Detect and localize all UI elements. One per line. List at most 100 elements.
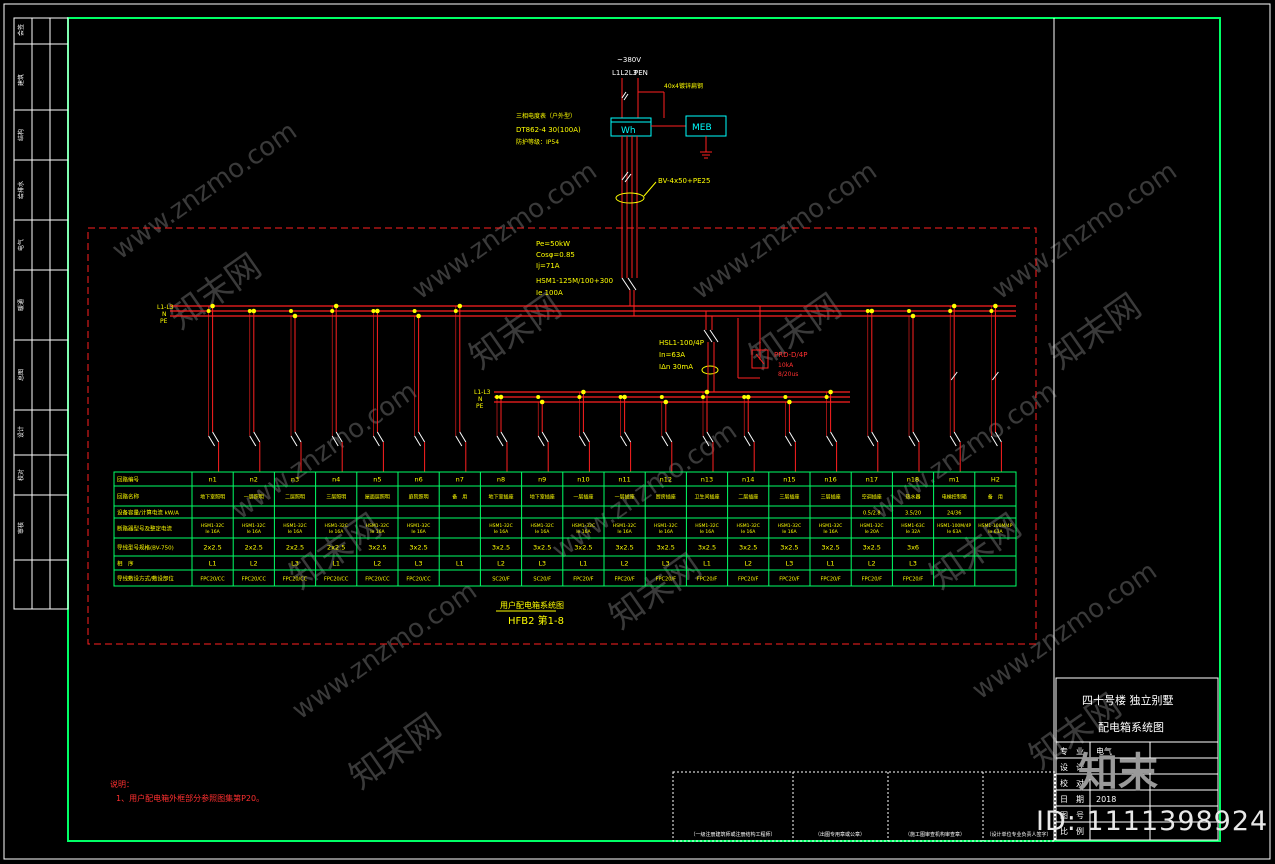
outer-frame [3,3,1271,860]
table-cell-breaker: HSM1-32C [860,523,883,529]
kwh-meter [610,117,652,137]
table-cell-id: n5 [373,476,381,484]
table-cell-lay: FPC20/F [903,577,923,583]
branch-neutral-dot [659,395,664,399]
spd-line-3: 8/20us [778,371,798,378]
note-1: 1、用户配电箱外框部分参照图集第P20。 [116,793,264,803]
countersign-label: 电气 [17,239,25,251]
branch-breaker-contact [826,435,834,447]
box-id: HFB2 第1-8 [508,614,564,627]
table-cell-id: n2 [250,476,258,484]
branch-neutral-dot [618,395,623,399]
table-cell-id: n14 [742,476,754,484]
table-cell-breaker: Ie 16A [823,529,838,535]
table-cell-lay: FPC20/F [779,577,799,583]
branch-breaker-contact [578,435,586,447]
countersign-label: 建筑 [17,74,25,86]
table-cell-name: 备 用 [452,494,467,501]
table-cell-id: n1 [208,476,216,484]
table-row-header: 回路编号 [117,476,140,484]
table-cell-breaker: Ie 16A [782,529,797,535]
table-cell-id: n3 [291,476,299,484]
branch-junction-dot [828,389,833,395]
branch-breaker-contact [294,431,302,443]
table-cell-name: 屋面层照明 [365,495,390,501]
branch-junction-dot [333,303,339,309]
table-cell-id: n10 [577,476,589,484]
table-cell-breaker: HSM1-32C [407,523,430,529]
branch-neutral-dot [247,309,252,313]
branch-breaker-contact [661,435,669,447]
stamp-label: （一级注册建筑师或注册结构工程师） [690,831,775,838]
branch-breaker-contact [908,435,916,447]
table-cell-id: n17 [866,476,878,484]
table-cell-id: n8 [497,476,505,484]
table-cell-breaker: Ie 16A [617,529,632,535]
branch-neutral-dot [989,309,994,313]
branch-breaker-contact [414,435,422,447]
meter-note: 三相电度表（户外型） [516,112,576,120]
table-cell-id: n13 [701,476,713,484]
table-cell-phase: L2 [497,560,505,568]
watermark-cn: 知末网 [342,706,448,797]
branch-breaker-contact [541,431,549,443]
table-cell-breaker: HSM1-32C [489,523,512,529]
branch-neutral-dot [701,395,705,399]
busbar-n-label: N [162,311,167,318]
table-cell-lay: FPC20/CC [283,577,308,583]
branch-breaker-contact [208,435,216,447]
table-cell-breaker: Ie 16A [576,529,591,535]
watermark-text: www.znzmo.com [967,556,1163,706]
rcd-in: In=63A [659,351,685,359]
branch-junction-dot [910,313,916,319]
table-cell-phase: L2 [374,560,382,568]
branch-junction-dot [704,389,710,395]
table-cell-lay: FPC20/F [573,577,593,583]
table-cell-name: 地下室照明 [200,494,225,501]
table-cell-phase: L1 [456,560,464,568]
table-cell-breaker: HSM1-32C [366,523,389,529]
table-cell-name: 地下室插座 [530,494,555,501]
branch-breaker-contact [290,435,298,447]
countersign-label: 暖通 [17,299,25,311]
branch-breaker-contact [624,431,632,443]
branch-breaker-contact [953,431,961,443]
table-cell-wire: 3x2.5 [533,544,551,552]
table-cell-id: n16 [824,476,836,484]
table-cell-wire: 2x2.5 [286,544,304,552]
busbar-pe-label: PE [160,318,168,325]
kwh-meter-label: Wh [621,126,636,136]
table-cell-id: n9 [538,476,546,484]
table-cell-name: 三层插座 [779,494,799,501]
main-breaker-model: HSM1-125M/100+300 [536,277,613,285]
table-cell-wire: 3x6 [907,544,919,552]
table-cell-name: 二层照明 [285,495,305,501]
table-cell-breaker: Ie 16A [411,529,426,535]
box-title: 用户配电箱系统图 [500,600,564,610]
table-cell-name: 空调插座 [862,494,882,501]
table-cell-name: 备 用 [988,494,1003,501]
table-cell-wire: 2x2.5 [203,544,221,552]
watermark-cn: 知末网 [922,506,1028,597]
table-cell-name: 三层插座 [821,494,841,501]
table-cell-lay: FPC20/CC [324,577,349,583]
stamp-boxes: （一级注册建筑师或注册结构工程师）（出图专用章或公章）（施工图审查机构审查章）（… [672,771,1056,842]
branch-breaker-contact [784,435,792,447]
grounding-note: 40x4镀锌扁钢 [664,82,703,90]
table-cell-name: 三层照明 [326,495,346,501]
stamp-label: （施工图审查机构审查章） [905,831,965,838]
table-cell-breaker: HSM1-32C [242,523,265,529]
branch-breaker-contact [830,431,838,443]
branch-circuits [206,303,1002,472]
table-cell-breaker: Ie 16A [247,529,262,535]
branch-breaker-contact [496,435,504,447]
branch-neutral-dot [865,309,870,313]
branch-breaker-contact [743,435,751,447]
branch-breaker-contact [212,431,220,443]
branch-phase-tick [992,371,999,381]
branch-breaker-contact [702,435,710,447]
branch-phase-tick [950,371,958,381]
supply-voltage-label: ~380V [617,56,641,64]
